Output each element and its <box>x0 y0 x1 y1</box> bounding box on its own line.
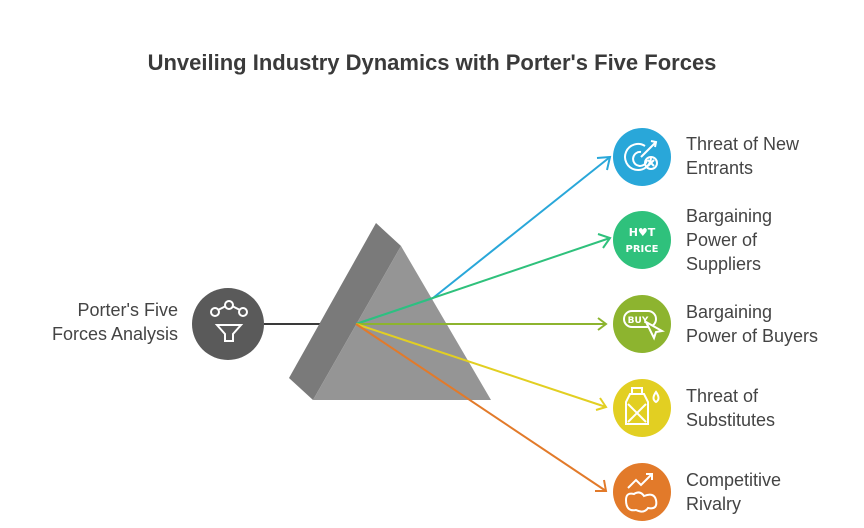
force-label-line1: Bargaining <box>686 206 773 226</box>
force-label-line2: Rivalry <box>686 494 742 514</box>
bottle-icon <box>625 387 660 425</box>
force-node-threat-new-entrants <box>613 128 671 186</box>
network-funnel-icon <box>210 300 248 342</box>
force-label-line2: Substitutes <box>686 410 776 430</box>
source-label-line2: Forces Analysis <box>51 324 178 344</box>
arrowhead-threat-new-entrants <box>596 155 612 171</box>
force-node-buyer-power: BUY <box>613 295 671 353</box>
source-label-line1: Porter's Five <box>77 300 178 320</box>
svg-text:BUY: BUY <box>628 316 649 326</box>
force-label-line1: Threat of <box>686 386 759 406</box>
arrowhead-supplier-power <box>597 233 612 249</box>
page-title: Unveiling Industry Dynamics with Porter'… <box>147 50 717 75</box>
force-label-line2: Power of Buyers <box>686 326 819 346</box>
force-label-supplier-power: Bargaining Power of Suppliers <box>686 204 772 276</box>
rays <box>355 155 612 492</box>
ray-substitutes <box>355 323 607 408</box>
arrowhead-substitutes <box>595 397 608 411</box>
hot-price-icon: H♥T PRICE <box>626 226 659 255</box>
force-label-line1: Threat of New <box>686 134 800 154</box>
ray-supplier-power <box>355 237 611 325</box>
force-label-threat-new-entrants: Threat of New Entrants <box>686 132 799 180</box>
force-node-rivalry <box>613 463 671 521</box>
arrowhead-buyer-power <box>597 317 608 331</box>
force-label-rivalry: Competitive Rivalry <box>686 468 781 516</box>
svg-text:PRICE: PRICE <box>626 244 659 255</box>
ray-threat-new-entrants <box>432 156 611 299</box>
rivalry-icon <box>624 473 658 513</box>
ray-rivalry <box>355 323 607 492</box>
force-node-substitutes <box>613 379 671 437</box>
source-node <box>192 288 264 360</box>
force-label-buyer-power: Bargaining Power of Buyers <box>686 300 818 348</box>
arrowhead-rivalry <box>595 479 608 492</box>
force-label-line1: Competitive <box>686 470 782 490</box>
force-label-line2: Power of <box>686 230 758 250</box>
force-node-supplier-power: H♥T PRICE <box>613 211 671 269</box>
force-label-line1: Bargaining <box>686 302 773 322</box>
source-label: Porter's Five Forces Analysis <box>20 298 178 346</box>
svg-text:H♥T: H♥T <box>629 226 656 239</box>
prism-side <box>289 223 401 400</box>
force-label-line3: Suppliers <box>686 254 762 274</box>
force-label-line2: Entrants <box>686 158 754 178</box>
force-label-substitutes: Threat of Substitutes <box>686 384 775 432</box>
buy-cursor-icon <box>623 310 665 341</box>
target-x-icon <box>624 140 658 171</box>
